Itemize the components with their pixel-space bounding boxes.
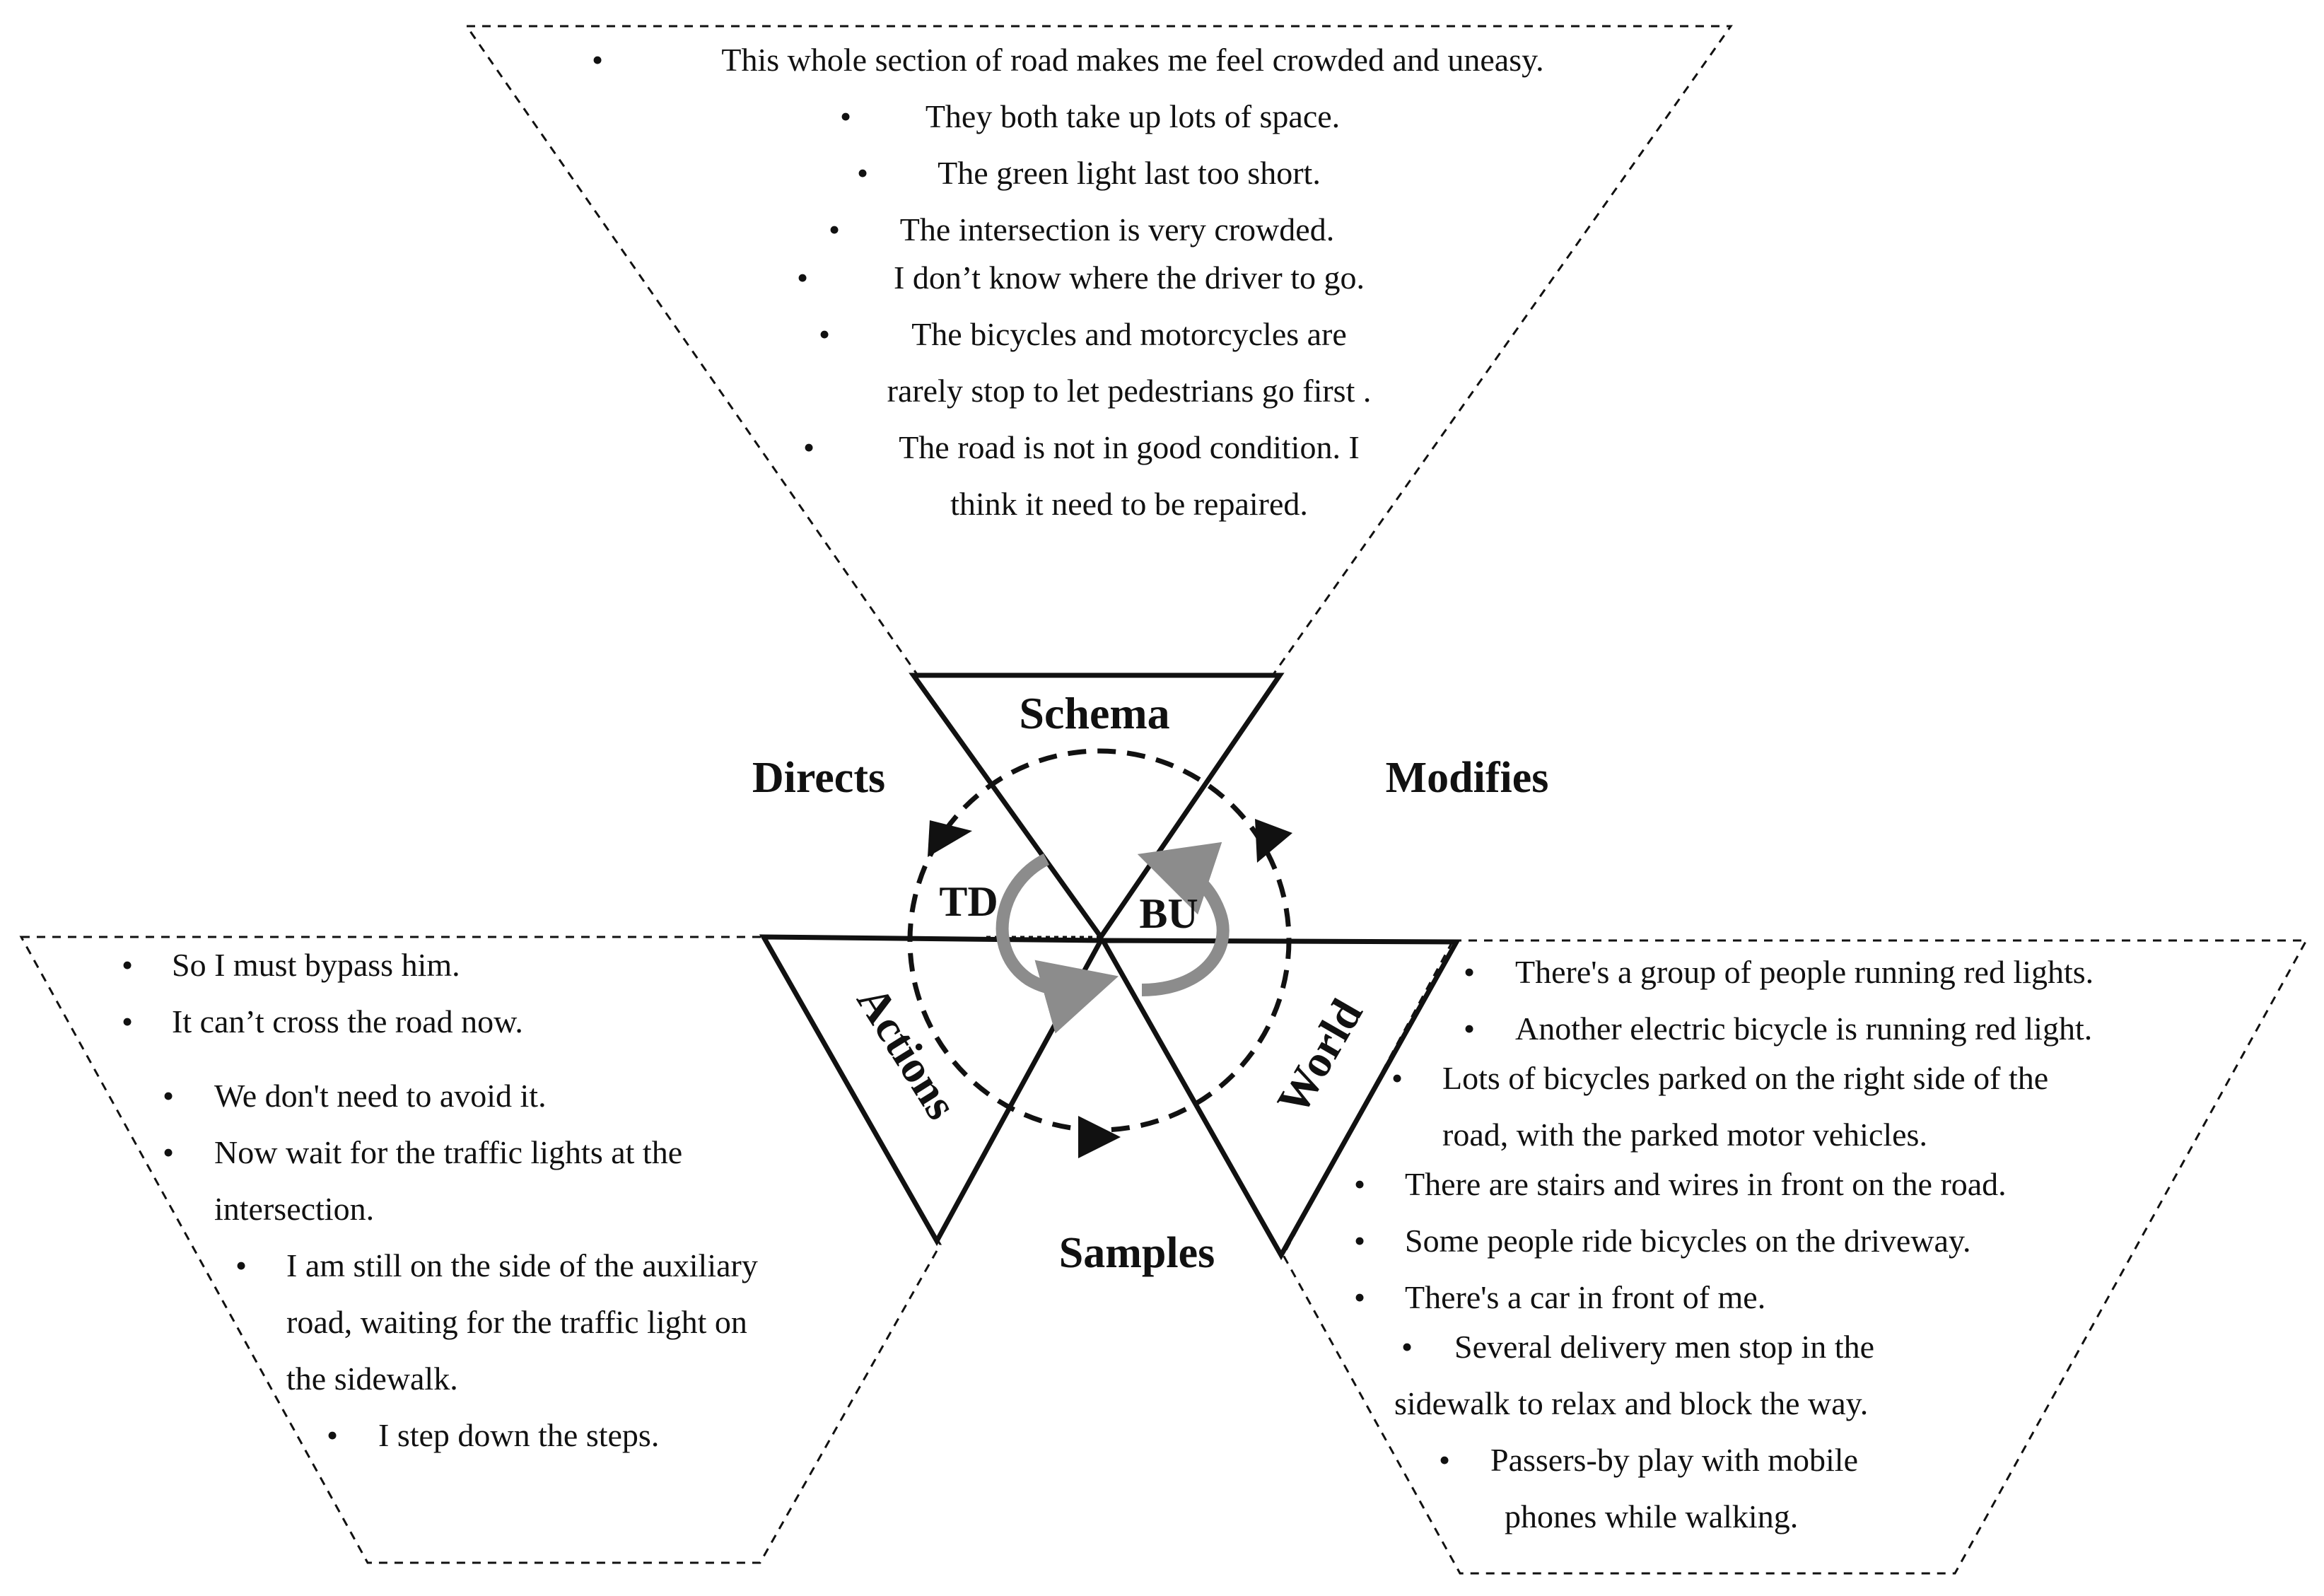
td-divider-line (985, 777, 1102, 938)
bullet-dot: • (327, 1417, 338, 1453)
note-line: think it need to be repaired. (950, 486, 1308, 522)
bu-curved-arrow (1137, 841, 1230, 996)
note-line: There are stairs and wires in front on t… (1405, 1166, 2007, 1202)
note-item: • Lots of bicycles parked on the right si… (1391, 1060, 2048, 1153)
note-line: The green light last too short. (938, 155, 1321, 191)
note-item: • So I must bypass him. (122, 947, 460, 983)
note-item: • The intersection is very crowded. (829, 211, 1334, 247)
note-item: • Some people ride bicycles on the drivew… (1354, 1223, 1971, 1259)
note-line: So I must bypass him. (172, 947, 460, 983)
modifies-arrowhead (1255, 819, 1292, 863)
note-line: road, with the parked motor vehicles. (1442, 1117, 1927, 1153)
note-line: This whole section of road makes me feel… (721, 42, 1543, 78)
note-line: Another electric bicycle is running red … (1515, 1010, 2092, 1047)
actions-notes-list: • So I must bypass him. • It can’t cross th… (122, 947, 758, 1453)
bullet-dot: • (122, 1003, 133, 1039)
samples-arrowhead (1078, 1116, 1121, 1158)
note-item: • Passers-by play with mobile phones while… (1439, 1442, 1858, 1534)
note-item: • The road is not in good condition. I thi… (803, 429, 1360, 522)
world-notes-list: • There's a group of people running red l… (1354, 954, 2094, 1534)
note-item: • There's a car in front of me. (1354, 1279, 1765, 1315)
note-item: • I don’t know where the driver to go. (797, 260, 1365, 296)
note-line: The bicycles and motorcycles are (911, 316, 1347, 352)
directs-label: Directs (752, 754, 885, 802)
note-line: I step down the steps. (378, 1417, 659, 1453)
note-line: There's a group of people running red li… (1515, 954, 2094, 990)
td-label: TD (939, 878, 998, 925)
bullet-dot: • (235, 1247, 247, 1283)
bullet-dot: • (163, 1134, 174, 1170)
bu-label: BU (1139, 890, 1198, 937)
schema-label: Schema (1019, 688, 1169, 738)
bullet-dot: • (819, 316, 830, 352)
note-item: • There are stairs and wires in front on … (1354, 1166, 2007, 1202)
note-line: Some people ride bicycles on the drivewa… (1405, 1223, 1971, 1259)
bullet-dot: • (1401, 1329, 1413, 1365)
modifies-label: Modifies (1386, 754, 1549, 802)
note-item: • We don't need to avoid it. (163, 1078, 547, 1114)
bullet-dot: • (1354, 1279, 1365, 1315)
note-item: • The green light last too short. (857, 155, 1321, 191)
note-item: • I am still on the side of the auxiliary… (235, 1247, 758, 1397)
bullet-dot: • (592, 42, 603, 78)
note-line: phones while walking. (1505, 1498, 1798, 1534)
note-line: Now wait for the traffic lights at the (214, 1134, 682, 1170)
actions-label: Actions (847, 977, 967, 1128)
bullet-dot: • (840, 98, 851, 134)
note-line: The intersection is very crowded. (900, 211, 1334, 247)
bullet-dot: • (829, 211, 840, 247)
td-curved-arrow (995, 853, 1119, 1034)
note-line: sidewalk to relax and block the way. (1394, 1385, 1868, 1421)
note-line: It can’t cross the road now. (172, 1003, 523, 1039)
note-item: • There's a group of people running red l… (1464, 954, 2094, 990)
note-item: • It can’t cross the road now. (122, 1003, 523, 1039)
note-item: • Now wait for the traffic lights at the i… (163, 1134, 682, 1227)
note-line: They both take up lots of space. (925, 98, 1340, 134)
note-item: • Another electric bicycle is running red… (1464, 1010, 2092, 1047)
bullet-dot: • (1439, 1442, 1450, 1478)
note-line: I don’t know where the driver to go. (894, 260, 1365, 296)
note-line: Lots of bicycles parked on the right sid… (1442, 1060, 2048, 1096)
bullet-dot: • (1464, 1010, 1475, 1047)
bullet-dot: • (797, 260, 808, 296)
note-line: We don't need to avoid it. (214, 1078, 547, 1114)
actions-notes-region (19, 936, 942, 1564)
schema-notes-list: • This whole section of road makes me fee… (592, 42, 1544, 522)
directs-arrowhead (928, 820, 972, 857)
note-line: the sidewalk. (286, 1361, 458, 1397)
samples-label: Samples (1059, 1229, 1215, 1277)
note-line: Several delivery men stop in the (1454, 1329, 1874, 1365)
bullet-dot: • (1354, 1166, 1365, 1202)
world-triangle (1098, 938, 1461, 1261)
bullet-dot: • (1354, 1223, 1365, 1259)
bullet-dot: • (1464, 954, 1475, 990)
note-item: • The bicycles and motorcycles are rarely … (819, 316, 1371, 409)
bullet-dot: • (163, 1078, 174, 1114)
note-line: I am still on the side of the auxiliary (286, 1247, 758, 1283)
bullet-dot: • (857, 155, 868, 191)
note-line: The road is not in good condition. I (899, 429, 1360, 465)
note-item: • This whole section of road makes me fee… (592, 42, 1544, 78)
note-item: • I step down the steps. (327, 1417, 659, 1453)
actions-triangle (759, 934, 1105, 1247)
note-line: road, waiting for the traffic light on (286, 1304, 747, 1340)
bullet-dot: • (1391, 1060, 1403, 1096)
note-item: • They both take up lots of space. (840, 98, 1340, 134)
bullet-dot: • (122, 947, 133, 983)
note-line: intersection. (214, 1191, 374, 1227)
note-line: Passers-by play with mobile (1490, 1442, 1858, 1478)
bullet-dot: • (803, 429, 814, 465)
note-line: There's a car in front of me. (1405, 1279, 1765, 1315)
world-label: World (1267, 991, 1372, 1122)
note-line: rarely stop to let pedestrians go first … (887, 373, 1372, 409)
note-item: • Several delivery men stop in the sidewal… (1394, 1329, 1874, 1421)
